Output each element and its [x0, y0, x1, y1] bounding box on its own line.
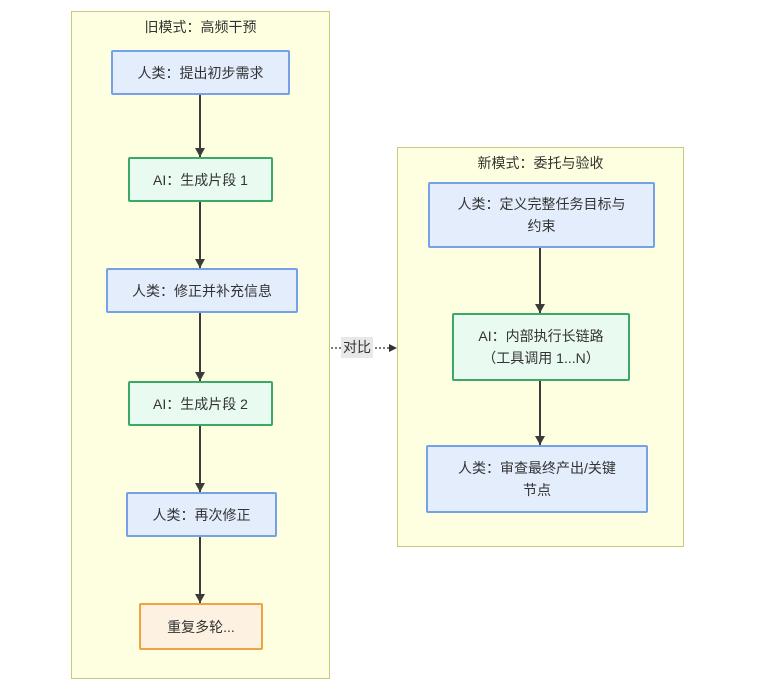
- arrowhead-down-icon: [195, 259, 205, 268]
- arrowhead-down-icon: [535, 436, 545, 445]
- flow-arrow: [195, 313, 205, 381]
- arrowhead-down-icon: [535, 304, 545, 313]
- node-human-fix-again: 人类：再次修正: [126, 492, 277, 537]
- node-ai-snippet-2: AI：生成片段 2: [128, 381, 273, 426]
- node-repeat-rounds: 重复多轮...: [139, 603, 263, 650]
- arrowhead-right-icon: [389, 344, 397, 352]
- flow-arrow: [195, 537, 205, 603]
- node-line: AI：内部执行长链路: [478, 328, 604, 344]
- node-human-define-goals: 人类：定义完整任务目标与 约束: [428, 182, 655, 248]
- flow-arrow: [535, 381, 545, 445]
- node-line: 约束: [527, 218, 556, 234]
- arrowhead-down-icon: [195, 148, 205, 157]
- node-line: （工具调用 1...N）: [482, 350, 600, 366]
- node-human-fix-supplement: 人类：修正并补充信息: [106, 268, 298, 313]
- comparison-edge-label: 对比: [341, 337, 373, 358]
- node-human-review-output: 人类：审查最终产出/关键 节点: [426, 445, 648, 513]
- node-ai-long-chain: AI：内部执行长链路 （工具调用 1...N）: [452, 313, 630, 381]
- flow-arrow: [195, 426, 205, 492]
- node-ai-snippet-1: AI：生成片段 1: [128, 157, 273, 202]
- old-mode-title: 旧模式：高频干预: [144, 19, 257, 35]
- flow-arrow: [195, 95, 205, 157]
- node-line: 人类：审查最终产出/关键: [458, 460, 616, 476]
- node-human-initial-request: 人类：提出初步需求: [111, 50, 290, 95]
- new-mode-title: 新模式：委托与验收: [477, 155, 604, 171]
- arrowhead-down-icon: [195, 483, 205, 492]
- flow-arrow: [195, 202, 205, 268]
- arrowhead-down-icon: [195, 372, 205, 381]
- arrowhead-down-icon: [195, 594, 205, 603]
- node-line: 人类：定义完整任务目标与: [457, 196, 626, 212]
- node-line: 节点: [523, 482, 551, 498]
- flow-arrow: [535, 248, 545, 313]
